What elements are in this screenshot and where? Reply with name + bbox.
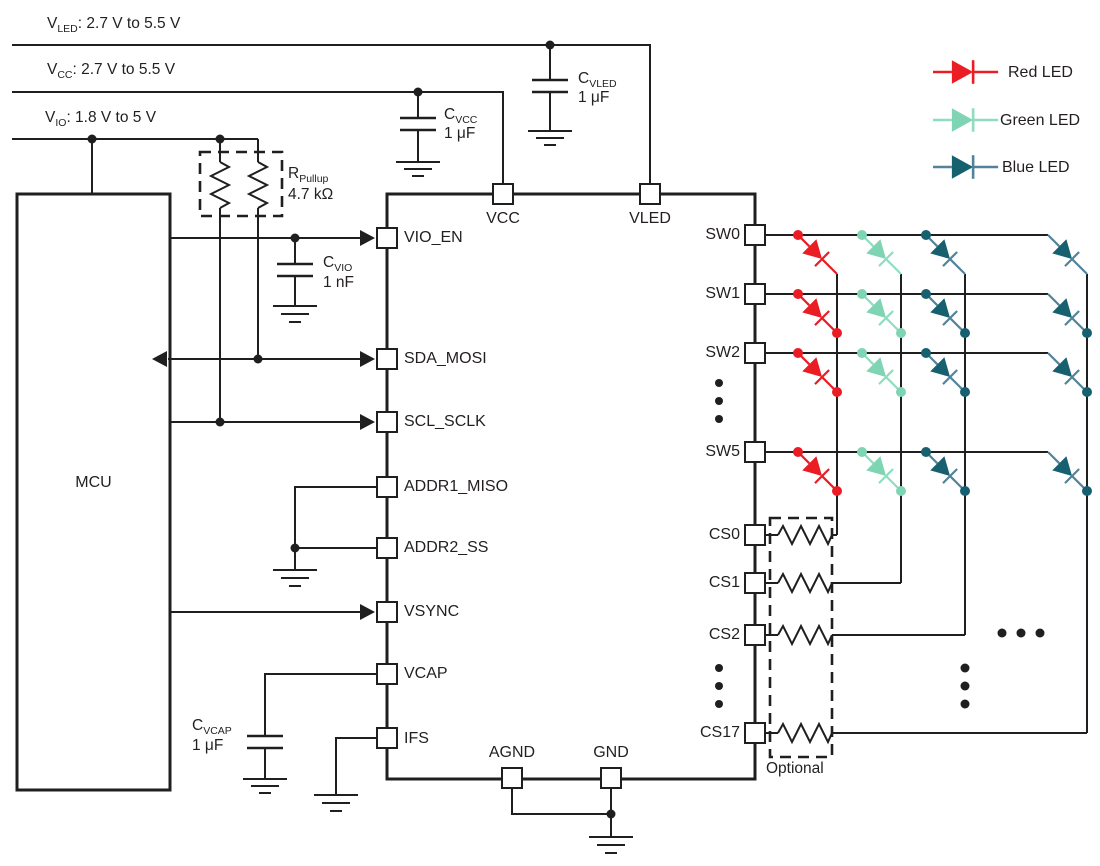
vio-rail bbox=[12, 134, 258, 196]
cs-resistors bbox=[765, 516, 1087, 759]
pin-label-gnd: GND bbox=[593, 744, 629, 761]
optional-box bbox=[768, 516, 834, 759]
pin-label-scl-sclk: SCL_SCLK bbox=[404, 413, 486, 430]
pin-addr1-miso bbox=[376, 476, 398, 498]
rail-vcc-label: VCC: 2.7 V to 5.5 V bbox=[47, 61, 176, 82]
agnd-gnd-net bbox=[511, 789, 633, 854]
vcap-net bbox=[243, 673, 377, 794]
pin-label-ifs: IFS bbox=[404, 730, 429, 747]
pin-vcap bbox=[376, 663, 398, 685]
pin-label-cs1: CS1 bbox=[708, 574, 740, 591]
pin-label-sw2: SW2 bbox=[705, 344, 740, 361]
pin-sda-mosi bbox=[376, 348, 398, 370]
legend-green-led-icon bbox=[931, 106, 1000, 134]
pin-label-sw5: SW5 bbox=[705, 443, 740, 460]
rail-vio-label: VIO: 1.8 V to 5 V bbox=[45, 109, 157, 130]
pin-sw1 bbox=[744, 283, 766, 305]
pin-label-vio-en: VIO_EN bbox=[404, 229, 463, 246]
pin-label-addr2-ss: ADDR2_SS bbox=[404, 539, 489, 556]
pin-cs0 bbox=[744, 524, 766, 546]
cvled-label: CVLED 1 μF bbox=[578, 70, 617, 106]
pin-sw2 bbox=[744, 342, 766, 364]
pin-label-vled: VLED bbox=[629, 210, 671, 227]
pin-label-agnd: AGND bbox=[488, 744, 536, 761]
pin-label-cs0: CS0 bbox=[708, 526, 740, 543]
pin-label-cs2: CS2 bbox=[708, 626, 740, 643]
pin-vcc bbox=[492, 183, 514, 205]
mcu-label: MCU bbox=[75, 474, 112, 491]
legend-red-led-label: Red LED bbox=[1008, 64, 1073, 81]
vsync-net bbox=[170, 604, 375, 620]
rpullup-label: RPullup 4.7 kΩ bbox=[288, 165, 334, 203]
pullup-resistors bbox=[198, 139, 284, 422]
pin-label-vcc: VCC bbox=[486, 210, 520, 227]
pin-label-vcap: VCAP bbox=[404, 665, 448, 682]
pin-label-addr1-miso: ADDR1_MISO bbox=[404, 478, 509, 495]
legend-red-led-icon bbox=[931, 58, 1000, 86]
pin-vio-en bbox=[376, 227, 398, 249]
pin-scl-sclk bbox=[376, 411, 398, 433]
pin-cs1 bbox=[744, 572, 766, 594]
scl-net bbox=[170, 414, 375, 430]
optional-label: Optional bbox=[766, 760, 824, 777]
led-matrix bbox=[765, 226, 1096, 733]
pin-label-sda-mosi: SDA_MOSI bbox=[404, 350, 487, 367]
pin-cs17 bbox=[744, 722, 766, 744]
pin-label-sw1: SW1 bbox=[705, 285, 740, 302]
cvio-label: CVIO 1 nF bbox=[323, 254, 355, 291]
pin-cs2 bbox=[744, 624, 766, 646]
cvcc-label: CVCC 1 μF bbox=[444, 106, 478, 142]
pin-label-vsync: VSYNC bbox=[404, 603, 460, 620]
ifs-ground-net bbox=[314, 737, 377, 812]
legend-symbols bbox=[931, 58, 1000, 181]
cvled-capacitor bbox=[528, 45, 572, 146]
vio-en-net bbox=[170, 230, 375, 246]
pin-addr2-ss bbox=[376, 537, 398, 559]
legend-blue-led-label: Blue LED bbox=[1002, 159, 1070, 176]
pin-vled bbox=[639, 183, 661, 205]
legend-green-led-label: Green LED bbox=[1000, 112, 1081, 129]
rail-vled-label: VLED: 2.7 V to 5.5 V bbox=[47, 15, 181, 36]
addr-ground-net bbox=[273, 486, 377, 587]
pin-ifs bbox=[376, 727, 398, 749]
legend-blue-led-icon bbox=[931, 153, 1000, 181]
pin-sw5 bbox=[744, 441, 766, 463]
mcu-block bbox=[15, 192, 172, 792]
pin-sw0 bbox=[744, 224, 766, 246]
ic-block bbox=[385, 192, 757, 781]
sda-net bbox=[152, 351, 375, 367]
pin-vsync bbox=[376, 601, 398, 623]
pin-label-cs17: CS17 bbox=[699, 724, 740, 741]
pin-agnd bbox=[501, 767, 523, 789]
cvcap-label: CVCAP 1 μF bbox=[192, 717, 232, 754]
cvio-capacitor bbox=[273, 238, 317, 323]
pin-label-sw0: SW0 bbox=[705, 226, 740, 243]
pin-gnd bbox=[600, 767, 622, 789]
cvcc-capacitor bbox=[396, 92, 440, 177]
ic-pin-boxes bbox=[376, 183, 766, 789]
ellipsis-dots bbox=[715, 379, 1045, 709]
